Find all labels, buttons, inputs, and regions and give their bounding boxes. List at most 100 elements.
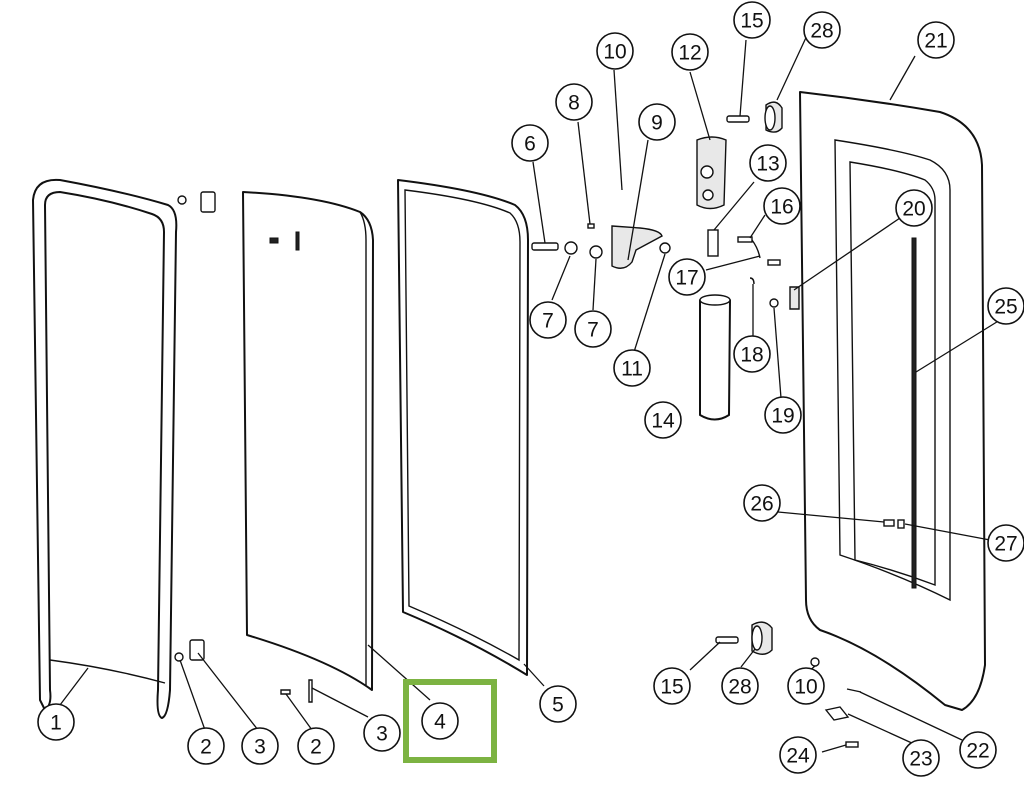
callout-number: 2 bbox=[200, 736, 212, 759]
callout-9: 9 bbox=[638, 103, 676, 141]
callout-number: 7 bbox=[542, 310, 554, 333]
callout-6: 6 bbox=[511, 124, 549, 162]
callout-26: 26 bbox=[743, 484, 781, 522]
callout-number: 11 bbox=[621, 358, 643, 381]
callout-number: 10 bbox=[603, 41, 626, 64]
callout-16: 16 bbox=[763, 187, 801, 225]
callout-number: 23 bbox=[909, 748, 932, 771]
callout-circle bbox=[959, 731, 997, 769]
callout-number: 18 bbox=[740, 344, 763, 367]
callout-circle bbox=[638, 103, 676, 141]
callout-number: 6 bbox=[524, 133, 536, 156]
callout-circle bbox=[787, 667, 825, 705]
callout-circle bbox=[511, 124, 549, 162]
callout-number: 15 bbox=[740, 10, 763, 33]
callout-number: 2 bbox=[310, 736, 322, 759]
callout-circle bbox=[917, 21, 955, 59]
callout-circle bbox=[987, 524, 1024, 562]
callout-circle bbox=[733, 1, 771, 39]
callout-25: 25 bbox=[987, 287, 1024, 325]
callout-circle bbox=[574, 310, 612, 348]
callout-number: 17 bbox=[675, 267, 698, 290]
callout-15: 15 bbox=[733, 1, 771, 39]
callout-number: 9 bbox=[651, 112, 663, 135]
callout-circle bbox=[421, 702, 459, 740]
callout-circle bbox=[779, 736, 817, 774]
parts-10-22-23-24-latch bbox=[810, 657, 862, 748]
callout-4: 4 bbox=[421, 702, 459, 740]
callout-circle bbox=[733, 335, 771, 373]
parts-13-19-small-hardware bbox=[707, 229, 781, 308]
callout-circle bbox=[596, 32, 634, 70]
callout-number: 25 bbox=[994, 296, 1017, 319]
callout-circle bbox=[529, 301, 567, 339]
callout-15: 15 bbox=[653, 667, 691, 705]
part-2-3-hardware-top bbox=[174, 191, 313, 703]
callout-circle bbox=[749, 144, 787, 182]
highlight-box bbox=[403, 679, 497, 763]
callout-circle bbox=[555, 83, 593, 121]
callout-2: 2 bbox=[187, 727, 225, 765]
callout-circle bbox=[644, 401, 682, 439]
callout-21: 21 bbox=[917, 21, 955, 59]
hinge-hardware bbox=[531, 223, 671, 269]
part-14-tube bbox=[699, 294, 731, 421]
callout-circle bbox=[187, 727, 225, 765]
callout-7: 7 bbox=[574, 310, 612, 348]
part-1-frame bbox=[32, 178, 178, 719]
callout-13: 13 bbox=[749, 144, 787, 182]
callout-number: 3 bbox=[376, 723, 388, 746]
callout-circle bbox=[37, 703, 75, 741]
callout-12: 12 bbox=[671, 33, 709, 71]
callout-circle bbox=[743, 484, 781, 522]
callout-circle bbox=[895, 189, 933, 227]
callout-number: 12 bbox=[678, 42, 701, 65]
callout-circle bbox=[539, 685, 577, 723]
callout-circle bbox=[902, 739, 940, 777]
callout-10: 10 bbox=[787, 667, 825, 705]
callout-number: 3 bbox=[254, 736, 266, 759]
callout-3: 3 bbox=[241, 727, 279, 765]
callout-number: 16 bbox=[770, 196, 793, 219]
callout-8: 8 bbox=[555, 83, 593, 121]
callout-3: 3 bbox=[363, 714, 401, 752]
callout-circle bbox=[721, 667, 759, 705]
callout-10: 10 bbox=[596, 32, 634, 70]
parts-15-28-bolts-rollers bbox=[715, 101, 783, 655]
callout-circle bbox=[803, 11, 841, 49]
callout-number: 28 bbox=[810, 20, 833, 43]
callout-number: 4 bbox=[434, 711, 446, 734]
callout-number: 19 bbox=[771, 405, 794, 428]
callout-number: 22 bbox=[966, 740, 989, 763]
callout-27: 27 bbox=[987, 524, 1024, 562]
callout-number: 27 bbox=[994, 533, 1017, 556]
callout-28: 28 bbox=[803, 11, 841, 49]
callout-2: 2 bbox=[297, 727, 335, 765]
callout-1: 1 bbox=[37, 703, 75, 741]
part-21-cabinet-frame bbox=[789, 91, 986, 711]
callout-circle bbox=[671, 33, 709, 71]
callout-23: 23 bbox=[902, 739, 940, 777]
callout-number: 7 bbox=[587, 319, 599, 342]
callout-circle bbox=[363, 714, 401, 752]
callout-number: 13 bbox=[756, 153, 779, 176]
callout-circle bbox=[668, 258, 706, 296]
callout-number: 28 bbox=[728, 676, 751, 699]
callout-14: 14 bbox=[644, 401, 682, 439]
part-5-seal-frame bbox=[397, 179, 529, 676]
callout-number: 8 bbox=[568, 92, 580, 115]
callout-number: 20 bbox=[902, 198, 925, 221]
callout-17: 17 bbox=[668, 258, 706, 296]
callout-circle bbox=[987, 287, 1024, 325]
callout-5: 5 bbox=[539, 685, 577, 723]
callout-circle bbox=[241, 727, 279, 765]
callout-number: 10 bbox=[794, 676, 817, 699]
callout-circle bbox=[653, 667, 691, 705]
callout-circle bbox=[613, 349, 651, 387]
callout-number: 26 bbox=[750, 493, 773, 516]
callout-number: 14 bbox=[651, 410, 675, 433]
callout-circle bbox=[297, 727, 335, 765]
callout-number: 15 bbox=[660, 676, 683, 699]
